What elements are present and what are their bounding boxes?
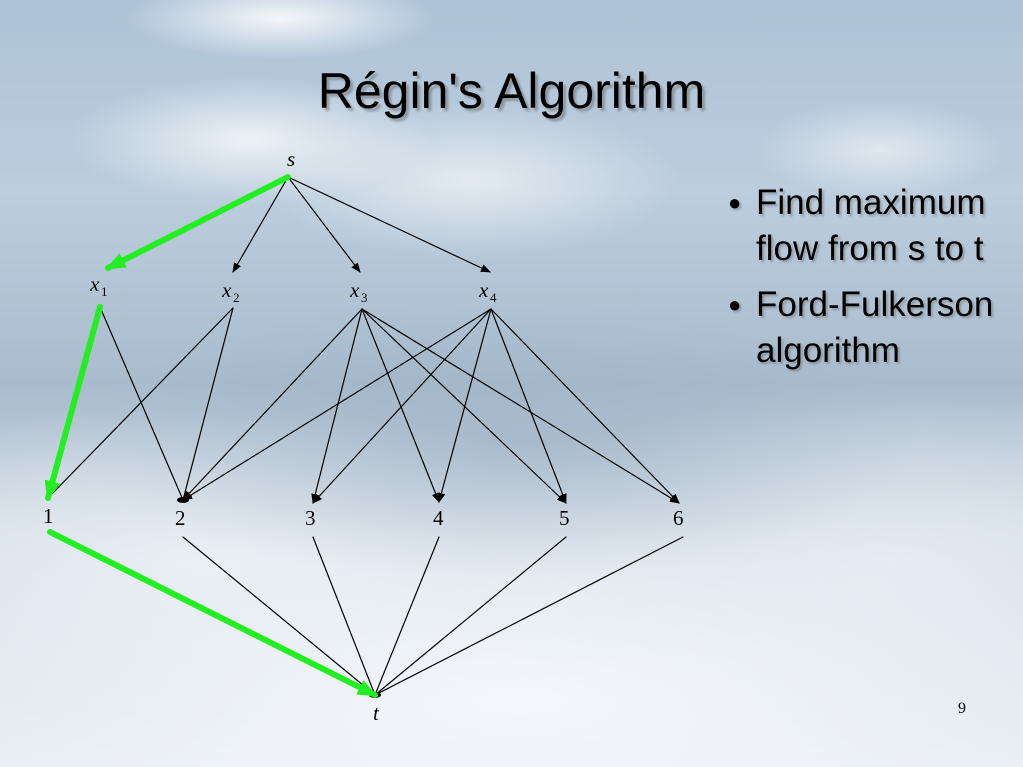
edge-x3-5: [361, 308, 567, 504]
highlight-edge-1-t: [47, 529, 378, 698]
bullet-text: Find maximum flow from s to t: [756, 183, 986, 268]
value-2-dot: [177, 497, 189, 503]
slide-title: Régin's Algorithm: [317, 63, 706, 119]
bullet-dot-icon: ●: [728, 292, 742, 317]
node-sub-x2: 2: [233, 290, 240, 305]
edge-x4-4: [437, 308, 492, 503]
edge-s-x3: [287, 176, 361, 273]
edge-x4-3: [312, 308, 492, 504]
edge-x3-6: [361, 308, 680, 504]
edge-x3-3: [311, 308, 363, 504]
highlight-edge-x1-1: [44, 304, 103, 501]
node-label-value-4: 4: [433, 506, 444, 530]
node-label-x4: x: [478, 278, 489, 302]
node-label-value-5: 5: [559, 506, 570, 530]
node-label-s: s: [287, 147, 295, 171]
bullet-item: ● Ford-Fulkerson algorithm: [726, 282, 1016, 374]
edge-x4-5: [490, 308, 567, 504]
node-label-value-1: 1: [43, 504, 54, 528]
slide-number: 9: [958, 700, 966, 717]
bullet-text: Ford-Fulkerson algorithm: [756, 285, 994, 370]
edge-2-t: [182, 536, 376, 696]
node-sub-x1: 1: [101, 284, 108, 299]
edge-x3-2: [182, 308, 363, 501]
edge-s-x4: [287, 176, 491, 273]
node-label-x3: x: [349, 278, 360, 302]
node-sub-x3: 3: [361, 290, 368, 305]
edge-x4-6: [490, 308, 680, 504]
edge-3-t: [312, 536, 376, 696]
edge-x4-2: [182, 308, 492, 501]
bullet-dot-icon: ●: [728, 190, 742, 215]
node-label-value-6: 6: [673, 506, 684, 530]
node-label-x2: x: [221, 278, 232, 302]
edge-x3-4: [361, 308, 440, 503]
edges-layer: [47, 176, 684, 698]
node-sub-x4: 4: [490, 290, 497, 305]
bullet-list: ● Find maximum flow from s to t ● Ford-Fulk…: [726, 180, 1016, 384]
edge-x1-2: [99, 306, 184, 501]
bullet-item: ● Find maximum flow from s to t: [726, 180, 1016, 272]
node-label-value-2: 2: [175, 506, 186, 530]
node-label-value-3: 3: [305, 506, 316, 530]
edge-x2-2: [182, 307, 234, 501]
edge-6-t: [374, 536, 684, 696]
edge-4-t: [374, 536, 440, 696]
edge-s-x2: [232, 176, 289, 273]
node-label-x1: x: [89, 272, 100, 296]
node-label-t: t: [373, 701, 380, 725]
edge-x2-1: [47, 307, 234, 499]
highlighted-path: [44, 174, 378, 698]
highlight-edge-s-x1: [105, 174, 291, 271]
edge-5-t: [374, 536, 567, 696]
